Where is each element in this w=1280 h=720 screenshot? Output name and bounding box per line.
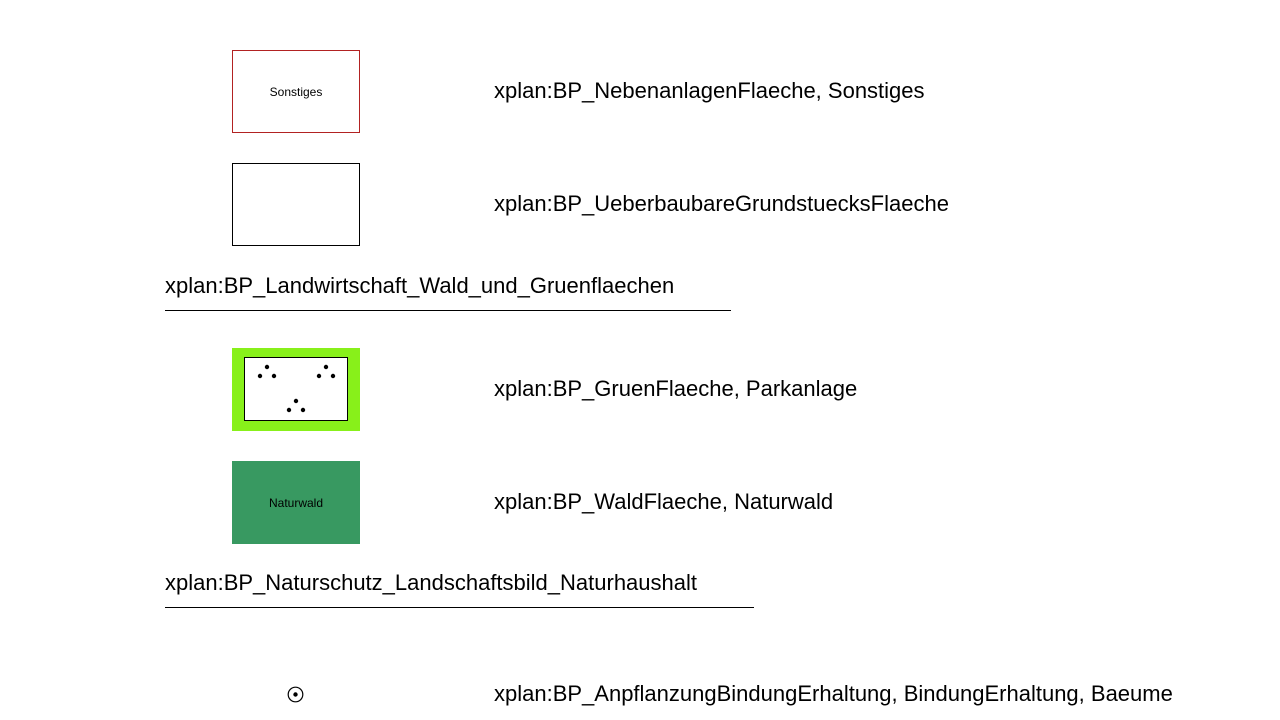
legend-text-anpflanzung: xplan:BP_AnpflanzungBindungErhaltung, Bi… xyxy=(494,681,1173,706)
section-heading-naturschutz: xplan:BP_Naturschutz_Landschaftsbild_Nat… xyxy=(165,570,697,595)
swatch-label-sonstiges: Sonstiges xyxy=(269,84,323,99)
tree-circle-dot-icon xyxy=(287,686,304,703)
legend-text-ueberbaubare: xplan:BP_UeberbaubareGrundstuecksFlaeche xyxy=(494,191,949,216)
legend-text-nebenanlagen: xplan:BP_NebenanlagenFlaeche, Sonstiges xyxy=(494,78,925,103)
section-heading-landwirtschaft: xplan:BP_Landwirtschaft_Wald_und_Gruenfl… xyxy=(165,273,675,298)
section-divider-naturschutz xyxy=(165,607,754,608)
parkanlage-pattern xyxy=(244,357,348,421)
swatch-nebenanlagen-sonstiges: Sonstiges xyxy=(232,50,360,133)
tree-dots-pattern-icon xyxy=(257,364,336,413)
swatch-ueberbaubare-grundstuecksflaeche xyxy=(232,163,360,246)
swatch-gruenflaeche-parkanlage xyxy=(232,348,360,431)
legend-text-gruenflaeche: xplan:BP_GruenFlaeche, Parkanlage xyxy=(494,376,858,401)
swatch-label-naturwald: Naturwald xyxy=(268,495,324,510)
swatch-waldflaeche-naturwald: Naturwald xyxy=(232,461,360,544)
legend-text-waldflaeche: xplan:BP_WaldFlaeche, Naturwald xyxy=(494,489,834,514)
section-divider-landwirtschaft xyxy=(165,310,731,311)
